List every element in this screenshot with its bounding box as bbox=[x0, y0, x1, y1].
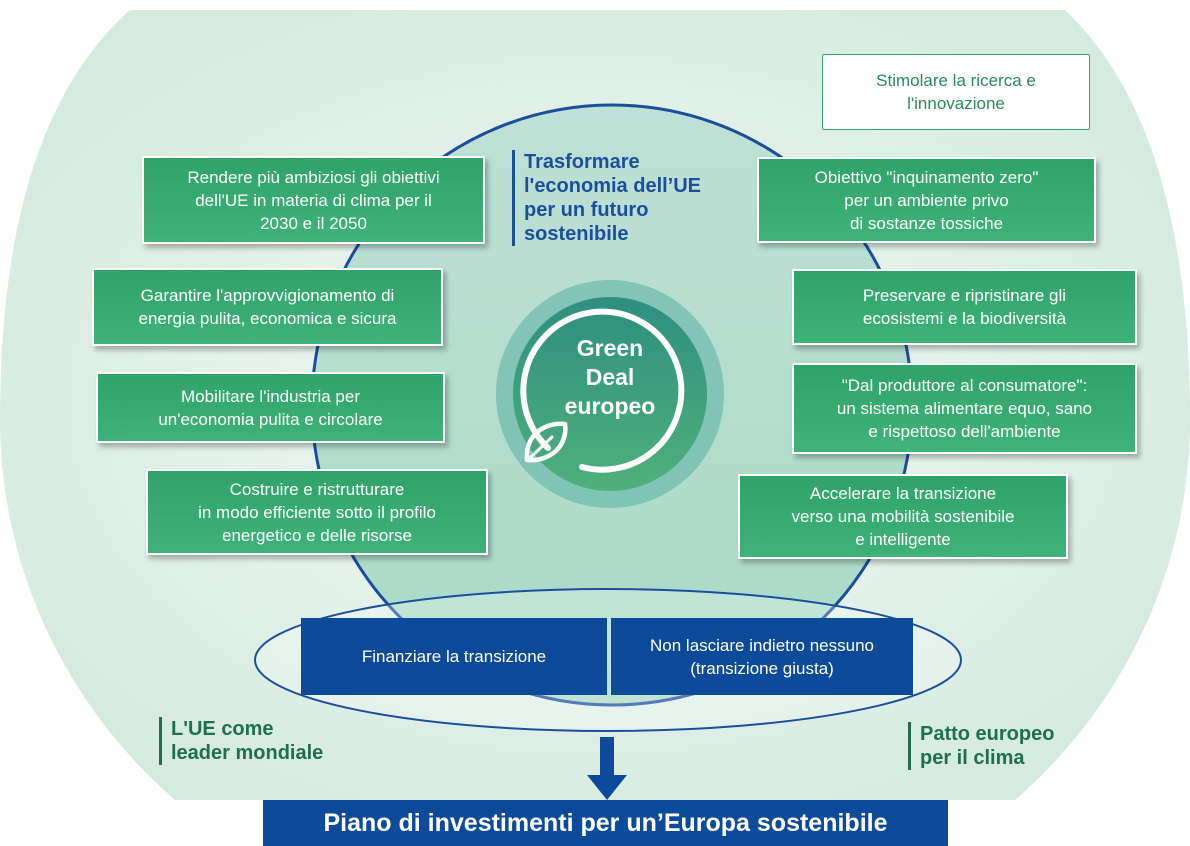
core-ring bbox=[520, 308, 685, 473]
investment-plan-banner: Piano di investimenti per un’Europa sost… bbox=[263, 800, 948, 846]
right-item-farm-to-fork: "Dal produttore al consumatore": un sist… bbox=[792, 363, 1137, 454]
finance-transition-box: Finanziare la transizione bbox=[301, 618, 607, 695]
left-item-industry: Mobilitare l'industria per un'economia p… bbox=[96, 372, 445, 443]
just-transition-box: Non lasciare indietro nessuno (transizio… bbox=[611, 618, 913, 695]
top-heading: Trasformare l'economia dell’UE per un fu… bbox=[512, 150, 754, 246]
research-innovation-box: Stimolare la ricerca e l'innovazione bbox=[822, 54, 1090, 130]
right-item-biodiversity: Preservare e ripristinare gli ecosistemi… bbox=[792, 269, 1137, 345]
left-item-climate-targets: Rendere più ambiziosi gli obiettivi dell… bbox=[142, 156, 485, 244]
down-arrow-icon bbox=[587, 737, 627, 800]
center-label: Green Deal europeo bbox=[564, 335, 656, 419]
left-item-clean-energy: Garantire l'approvvigionamento di energi… bbox=[92, 268, 443, 346]
right-item-zero-pollution: Obiettivo "inquinamento zero" per un amb… bbox=[757, 157, 1096, 243]
climate-pact-heading: Patto europeo per il clima bbox=[908, 722, 1140, 770]
leaf-icon bbox=[524, 421, 568, 463]
left-item-buildings: Costruire e ristrutturare in modo effici… bbox=[146, 469, 488, 555]
eu-global-leader-heading: L'UE come leader mondiale bbox=[159, 717, 391, 765]
right-item-mobility: Accelerare la transizione verso una mobi… bbox=[738, 474, 1068, 559]
